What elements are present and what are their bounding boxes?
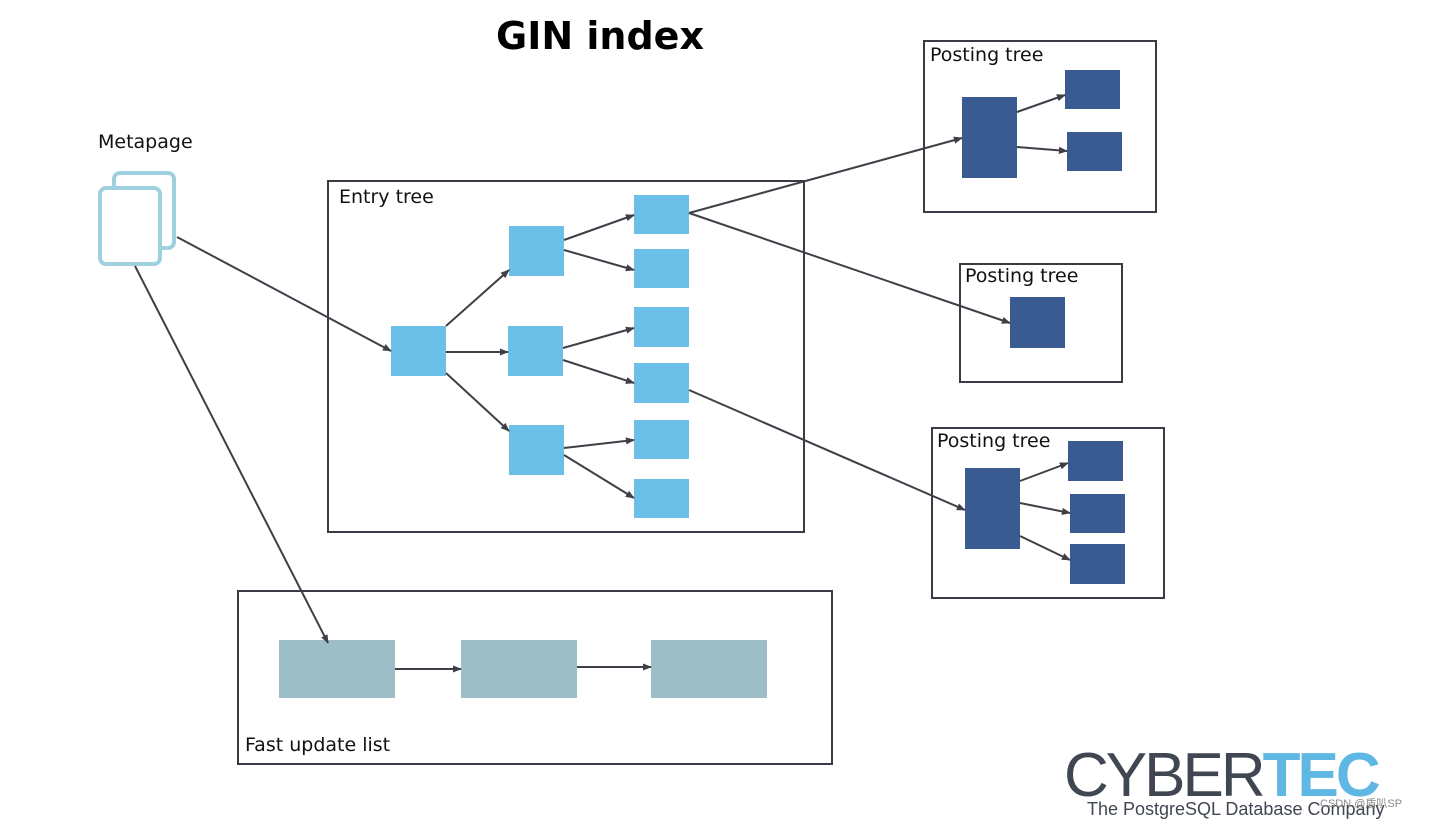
posting-tree-3-leaf-2 [1070,494,1125,533]
posting-tree-label-1: Posting tree [930,44,1044,66]
csdn-watermark: CSDN @盾叭SP [1320,798,1403,810]
posting-tree-1-root [962,97,1017,178]
fast-update-node-2 [461,640,577,698]
entry-leaf-node-5 [634,420,689,459]
posting-tree-label-2: Posting tree [965,265,1079,287]
metapage-label: Metapage [98,131,193,153]
entry-inner-node-1 [509,226,564,276]
entry-tree-frame [327,180,805,533]
posting-tree-1-leaf-1 [1065,70,1120,109]
logo-part-cyber: CYBER [1064,741,1266,810]
posting-tree-3-leaf-1 [1068,441,1123,481]
metapage-icon [98,171,176,266]
posting-tree-2-node [1010,297,1065,348]
entry-leaf-node-4 [634,363,689,403]
posting-tree-3-root [965,468,1020,549]
fast-update-list-label: Fast update list [245,734,391,756]
posting-tree-3-leaf-3 [1070,544,1125,584]
entry-inner-node-3 [509,425,564,475]
fast-update-list-frame [237,590,833,765]
logo-tagline: The PostgreSQL Database Company [1087,799,1385,819]
posting-tree-frame-2 [959,263,1123,383]
entry-leaf-node-3 [634,307,689,347]
entry-leaf-node-1 [634,195,689,234]
fast-update-node-3 [651,640,767,698]
posting-tree-frame-1 [923,40,1157,213]
entry-leaf-node-2 [634,249,689,288]
entry-inner-node-2 [508,326,563,376]
posting-tree-1-leaf-2 [1067,132,1122,171]
entry-leaf-node-6 [634,479,689,518]
logo-part-tec: TEC [1262,741,1381,810]
diagram-title: GIN index [496,14,704,58]
cybertec-logo: CYBERTEC [1064,745,1381,807]
posting-tree-frame-3 [931,427,1165,599]
entry-tree-label: Entry tree [339,186,434,208]
entry-root-node [391,326,446,376]
fast-update-node-1 [279,640,395,698]
posting-tree-label-3: Posting tree [937,430,1051,452]
